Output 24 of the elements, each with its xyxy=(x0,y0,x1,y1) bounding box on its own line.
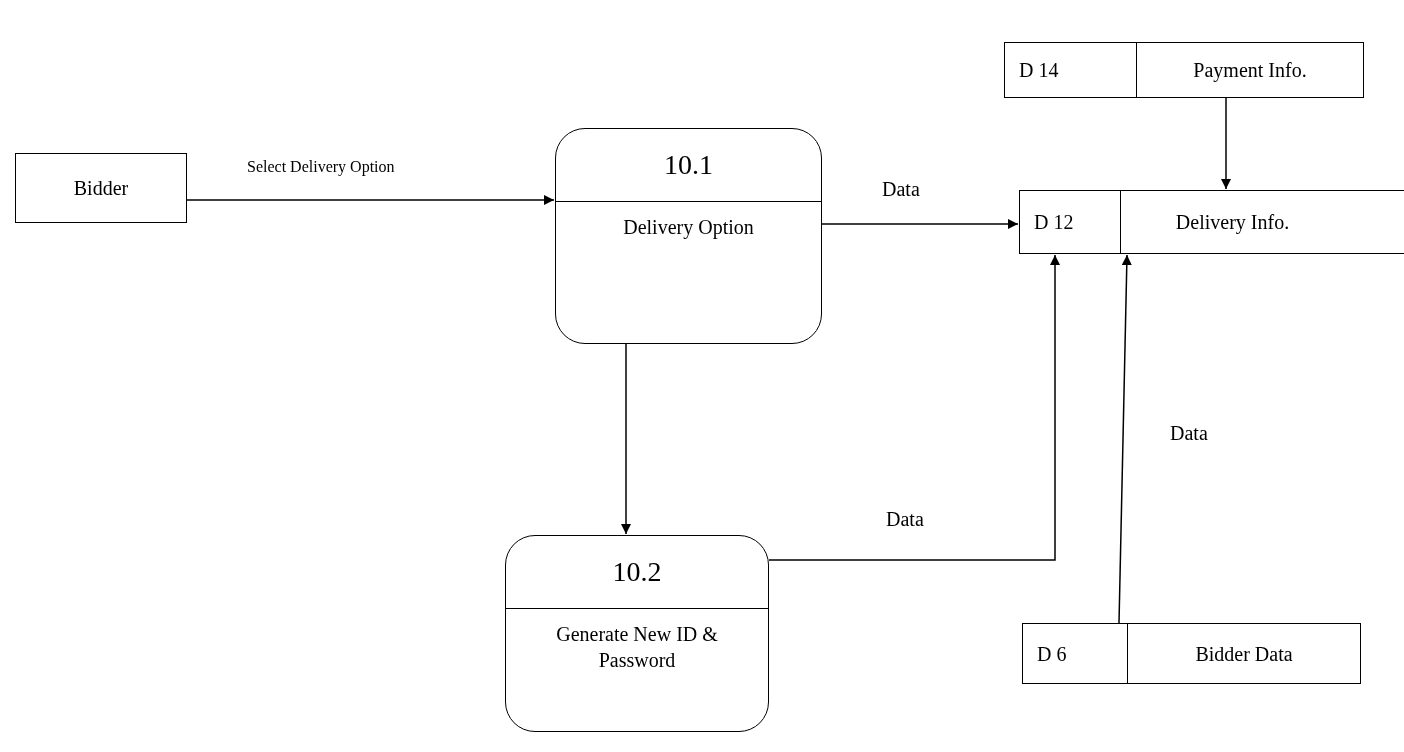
store-label: Bidder Data xyxy=(1195,641,1293,667)
arrow xyxy=(1118,254,1132,624)
process-label: Delivery Option xyxy=(623,215,754,240)
process-box xyxy=(555,128,822,344)
edge-label: Select Delivery Option xyxy=(245,158,397,176)
arrow xyxy=(768,254,1060,561)
data-store xyxy=(1019,190,1404,254)
data-store xyxy=(1004,42,1364,98)
process-number: 10.2 xyxy=(612,554,662,589)
entity-label: Bidder xyxy=(73,176,129,201)
process-box xyxy=(505,535,769,732)
arrow xyxy=(1221,97,1231,190)
store-id: D 6 xyxy=(1037,641,1067,667)
store-label: Payment Info. xyxy=(1193,58,1307,83)
external-entity-box xyxy=(15,153,187,223)
arrow xyxy=(821,219,1019,229)
store-id: D 12 xyxy=(1034,210,1074,235)
arrow xyxy=(621,343,631,535)
store-label: Delivery Info. xyxy=(1175,210,1290,235)
arrow xyxy=(186,195,555,205)
store-id: D 14 xyxy=(1019,58,1059,83)
process-number: 10.1 xyxy=(664,147,713,182)
process-label: Generate New ID & Password xyxy=(555,622,719,673)
data-store xyxy=(1022,623,1361,684)
